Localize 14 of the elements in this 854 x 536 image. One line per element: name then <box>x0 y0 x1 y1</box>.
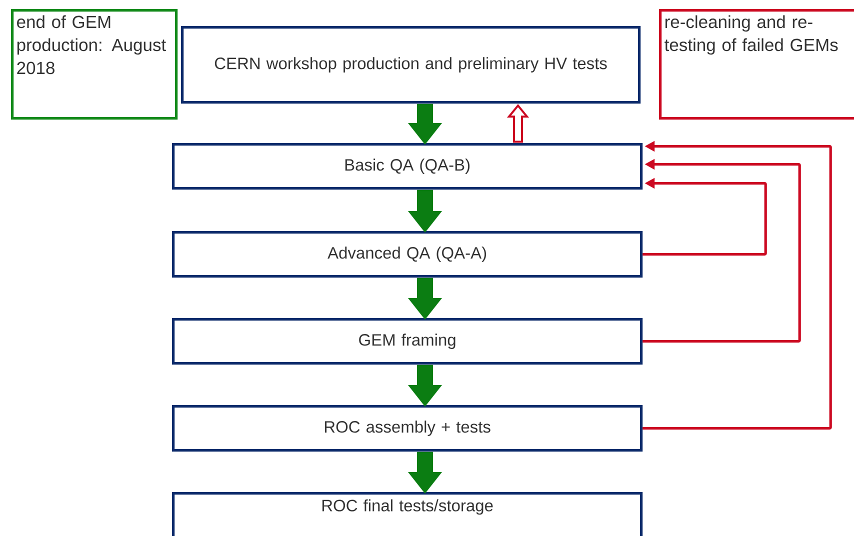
block-arrow <box>408 278 442 320</box>
process-box: Advanced QA (QA-A) <box>172 231 643 278</box>
process-box: ROC assembly + tests <box>172 405 643 452</box>
block-arrow <box>408 452 442 494</box>
process-box: CERN workshop production and preliminary HV tests <box>181 26 641 104</box>
note-box: re-cleaning and re-testing of failed GEMs <box>659 9 854 120</box>
process-box: GEM framing <box>172 318 643 365</box>
block-arrow <box>408 190 442 233</box>
process-box: ROC final tests/storage <box>172 492 643 536</box>
note-box: end of GEM production: August 2018 <box>11 9 178 120</box>
process-box: Basic QA (QA-B) <box>172 143 643 190</box>
hollow-arrow <box>506 104 530 143</box>
block-arrow <box>408 104 442 145</box>
block-arrow <box>408 364 442 407</box>
